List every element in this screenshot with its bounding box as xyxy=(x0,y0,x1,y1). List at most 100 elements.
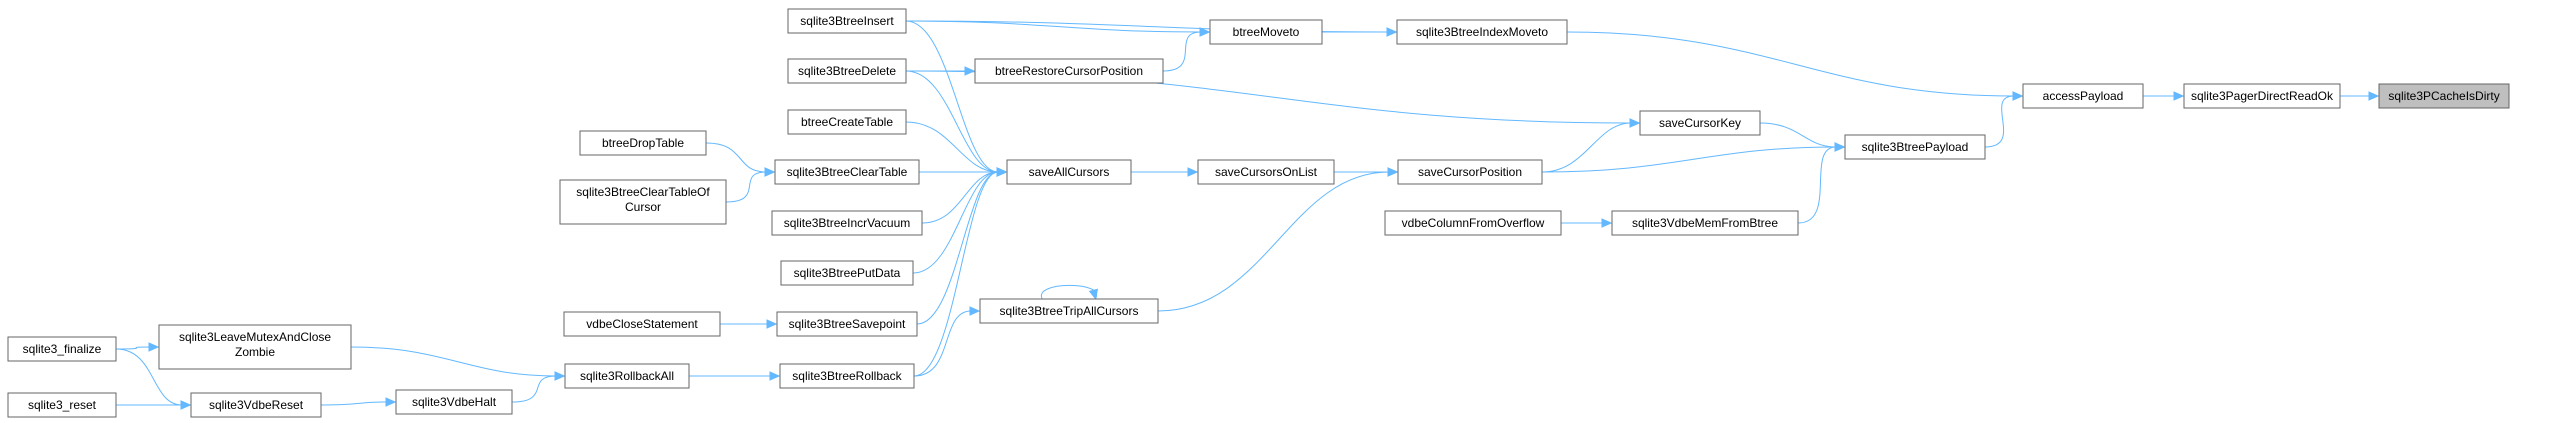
node-label: sqlite3_finalize xyxy=(23,342,102,356)
edge-sqlite3-btree-put-data-to-save-all-cursors xyxy=(912,167,1008,274)
node-sqlite3-vdbe-reset[interactable]: sqlite3VdbeReset xyxy=(190,392,322,418)
edge-vdbe-close-statement-to-sqlite3-btree-savepoint xyxy=(720,319,778,329)
edge-sqlite3-btree-payload-to-access-payload xyxy=(1984,91,2024,148)
edge-sqlite3-reset-to-sqlite3-vdbe-reset xyxy=(116,400,192,410)
node-box xyxy=(1639,110,1761,136)
node-label: sqlite3LeaveMutexAndClose xyxy=(179,330,331,344)
node-save-cursor-key[interactable]: saveCursorKey xyxy=(1639,110,1761,136)
node-sqlite3-btree-payload[interactable]: sqlite3BtreePayload xyxy=(1844,134,1986,160)
edge-save-all-cursors-to-save-cursors-on-list xyxy=(1130,167,1199,177)
node-label: sqlite3VdbeReset xyxy=(209,398,304,412)
node-label: Cursor xyxy=(625,200,661,214)
node-save-all-cursors[interactable]: saveAllCursors xyxy=(1006,159,1132,185)
node-btree-create-table[interactable]: btreeCreateTable xyxy=(787,109,907,135)
edge-save-cursor-position-to-sqlite3-btree-payload xyxy=(1541,142,1846,173)
edge-btree-create-table-to-save-all-cursors xyxy=(905,121,1008,177)
node-btree-moveto[interactable]: btreeMoveto xyxy=(1209,19,1323,45)
node-label: sqlite3BtreeIndexMoveto xyxy=(1416,25,1548,39)
node-sqlite3-btree-put-data[interactable]: sqlite3BtreePutData xyxy=(780,260,914,286)
edge-sqlite3-btree-clear-table-of-cursor-to-sqlite3-btree-clear-table xyxy=(725,167,776,203)
node-box xyxy=(563,311,721,337)
graph-edges xyxy=(115,20,2380,410)
node-label: btreeCreateTable xyxy=(801,115,893,129)
node-box xyxy=(190,392,322,418)
node-box xyxy=(1844,134,1986,160)
edge-sqlite3-finalize-to-sqlite3-leave-mutex-and-close-zombie xyxy=(115,342,160,352)
edge-sqlite3-btree-index-moveto-to-access-payload xyxy=(1566,31,2024,101)
node-sqlite3-reset[interactable]: sqlite3_reset xyxy=(7,392,117,418)
node-sqlite3-btree-incr-vacuum[interactable]: sqlite3BtreeIncrVacuum xyxy=(771,210,923,236)
node-box xyxy=(1006,159,1132,185)
node-sqlite3-btree-clear-table[interactable]: sqlite3BtreeClearTable xyxy=(774,159,920,185)
node-save-cursors-on-list[interactable]: saveCursorsOnList xyxy=(1197,159,1335,185)
node-sqlite3-btree-rollback[interactable]: sqlite3BtreeRollback xyxy=(779,363,915,389)
edge-sqlite3-vdbe-mem-from-btree-to-sqlite3-btree-payload xyxy=(1797,142,1846,224)
node-box xyxy=(1397,159,1543,185)
edge-sqlite3-btree-insert-to-save-all-cursors xyxy=(905,20,1008,177)
node-label: sqlite3BtreePutData xyxy=(794,266,901,280)
node-label: sqlite3PagerDirectReadOk xyxy=(2191,89,2334,103)
node-label: accessPayload xyxy=(2043,89,2124,103)
node-box xyxy=(7,336,117,362)
node-box xyxy=(771,210,923,236)
node-label: saveAllCursors xyxy=(1029,165,1110,179)
node-save-cursor-position[interactable]: saveCursorPosition xyxy=(1397,159,1543,185)
node-box xyxy=(1396,19,1568,45)
node-box xyxy=(787,8,907,34)
node-box xyxy=(2022,83,2144,109)
node-label: saveCursorKey xyxy=(1659,116,1741,130)
node-btree-restore-cursor-position[interactable]: btreeRestoreCursorPosition xyxy=(974,58,1164,84)
node-sqlite3-finalize[interactable]: sqlite3_finalize xyxy=(7,336,117,362)
node-box xyxy=(780,260,914,286)
node-label: sqlite3BtreePayload xyxy=(1862,140,1969,154)
node-label: sqlite3BtreeClearTable xyxy=(787,165,908,179)
node-box xyxy=(787,58,907,84)
edge-sqlite3-pager-direct-read-ok-to-sqlite3-pcache-is-dirty xyxy=(2340,91,2380,101)
node-label: sqlite3BtreeDelete xyxy=(798,64,896,78)
node-vdbe-close-statement[interactable]: vdbeCloseStatement xyxy=(563,311,721,337)
node-box xyxy=(579,130,707,156)
node-label: sqlite3_reset xyxy=(28,398,97,412)
node-box xyxy=(1384,210,1562,236)
node-sqlite3-btree-index-moveto[interactable]: sqlite3BtreeIndexMoveto xyxy=(1396,19,1568,45)
edge-sqlite3-btree-trip-all-cursors-to-save-cursor-position xyxy=(1157,167,1399,312)
node-box xyxy=(1209,19,1323,45)
node-sqlite3-pager-direct-read-ok[interactable]: sqlite3PagerDirectReadOk xyxy=(2183,83,2341,109)
node-access-payload[interactable]: accessPayload xyxy=(2022,83,2144,109)
node-sqlite3-btree-delete[interactable]: sqlite3BtreeDelete xyxy=(787,58,907,84)
node-btree-drop-table[interactable]: btreeDropTable xyxy=(579,130,707,156)
edge-sqlite3-btree-rollback-to-save-all-cursors xyxy=(913,167,1008,377)
edge-sqlite3-btree-incr-vacuum-to-save-all-cursors xyxy=(921,167,1008,224)
node-sqlite3-btree-insert[interactable]: sqlite3BtreeInsert xyxy=(787,8,907,34)
node-label: sqlite3VdbeHalt xyxy=(412,395,497,409)
node-label: sqlite3BtreeTripAllCursors xyxy=(1000,304,1139,318)
node-label: sqlite3VdbeMemFromBtree xyxy=(1632,216,1778,230)
node-box xyxy=(1611,210,1799,236)
node-box xyxy=(7,392,117,418)
edge-sqlite3-btree-trip-all-cursors-to-sqlite3-btree-trip-all-cursors xyxy=(1041,284,1099,301)
node-label: btreeDropTable xyxy=(602,136,684,150)
node-sqlite3-pcache-is-dirty[interactable]: sqlite3PCacheIsDirty xyxy=(2378,83,2510,109)
edge-btree-drop-table-to-sqlite3-btree-clear-table xyxy=(705,142,776,177)
edge-sqlite3-rollback-all-to-sqlite3-btree-rollback xyxy=(689,371,781,381)
node-box xyxy=(774,159,920,185)
node-label: Zombie xyxy=(235,345,275,359)
node-sqlite3-vdbe-halt[interactable]: sqlite3VdbeHalt xyxy=(395,389,513,415)
node-box xyxy=(395,389,513,415)
node-label: vdbeColumnFromOverflow xyxy=(1402,216,1545,230)
node-sqlite3-vdbe-mem-from-btree[interactable]: sqlite3VdbeMemFromBtree xyxy=(1611,210,1799,236)
node-label: btreeMoveto xyxy=(1233,25,1300,39)
node-sqlite3-rollback-all[interactable]: sqlite3RollbackAll xyxy=(564,363,690,389)
node-sqlite3-btree-savepoint[interactable]: sqlite3BtreeSavepoint xyxy=(776,311,918,337)
node-sqlite3-btree-trip-all-cursors[interactable]: sqlite3BtreeTripAllCursors xyxy=(979,298,1159,324)
node-box xyxy=(1197,159,1335,185)
node-box xyxy=(779,363,915,389)
edge-sqlite3-vdbe-reset-to-sqlite3-vdbe-halt xyxy=(320,397,397,407)
node-label: sqlite3BtreeIncrVacuum xyxy=(784,216,911,230)
node-box xyxy=(158,324,352,370)
edge-save-cursor-position-to-save-cursor-key xyxy=(1541,118,1641,173)
node-vdbe-column-from-overflow[interactable]: vdbeColumnFromOverflow xyxy=(1384,210,1562,236)
